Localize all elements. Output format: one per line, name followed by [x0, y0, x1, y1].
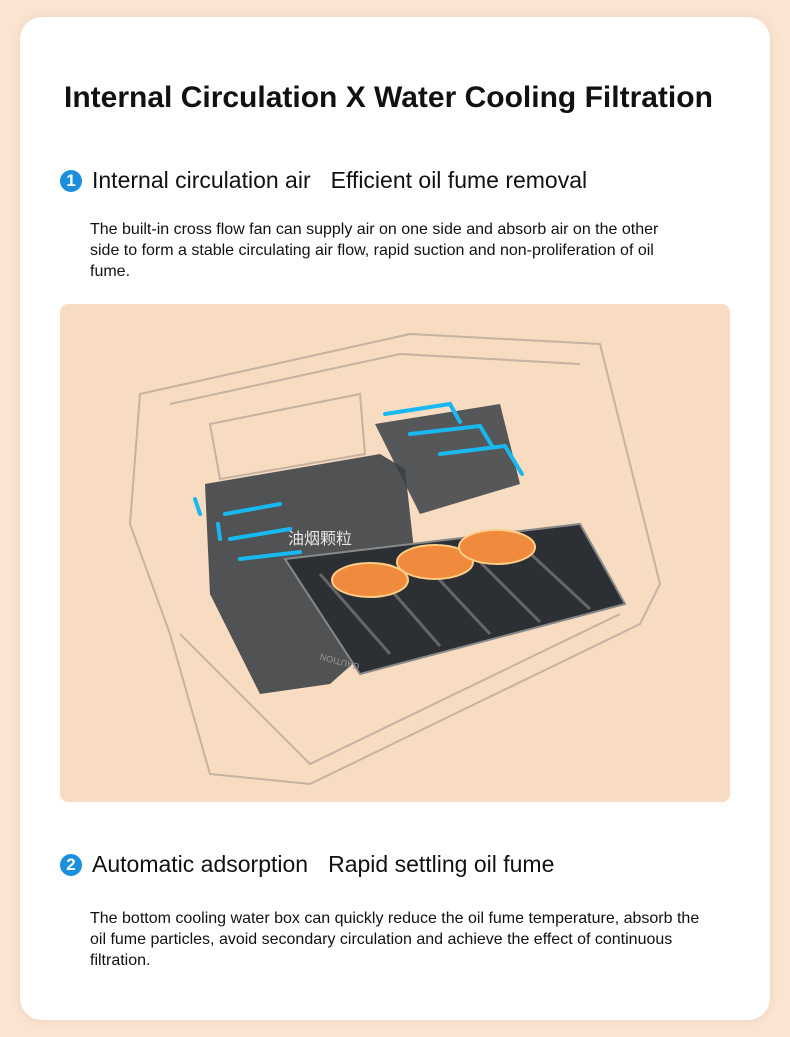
particles-label: 油烟颗粒 [288, 529, 352, 548]
section-1-heading-b: Efficient oil fume removal [330, 167, 588, 193]
page-title: Internal Circulation X Water Cooling Fil… [64, 81, 713, 114]
section-1-heading-a: Internal circulation air [92, 167, 311, 193]
section-1-description: The built-in cross flow fan can supply a… [90, 221, 659, 280]
section-2-heading-a: Automatic adsorption [92, 851, 309, 877]
section-2-heading: 2 Automatic adsorption Rapid settling oi… [60, 851, 554, 878]
number-badge-1: 1 [60, 169, 82, 192]
section-2-heading-b: Rapid settling oil fume [328, 851, 555, 877]
product-illustration: 油烟颗粒 CAUTION [60, 304, 730, 802]
number-badge-2: 2 [60, 853, 82, 876]
section-1-heading: 1 Internal circulation air Efficient oil… [60, 167, 587, 194]
content-card: Internal Circulation X Water Cooling Fil… [20, 17, 770, 1020]
section-2-description: The bottom cooling water box can quickly… [90, 910, 700, 969]
grill-cutaway-image: 油烟颗粒 CAUTION [128, 332, 662, 786]
